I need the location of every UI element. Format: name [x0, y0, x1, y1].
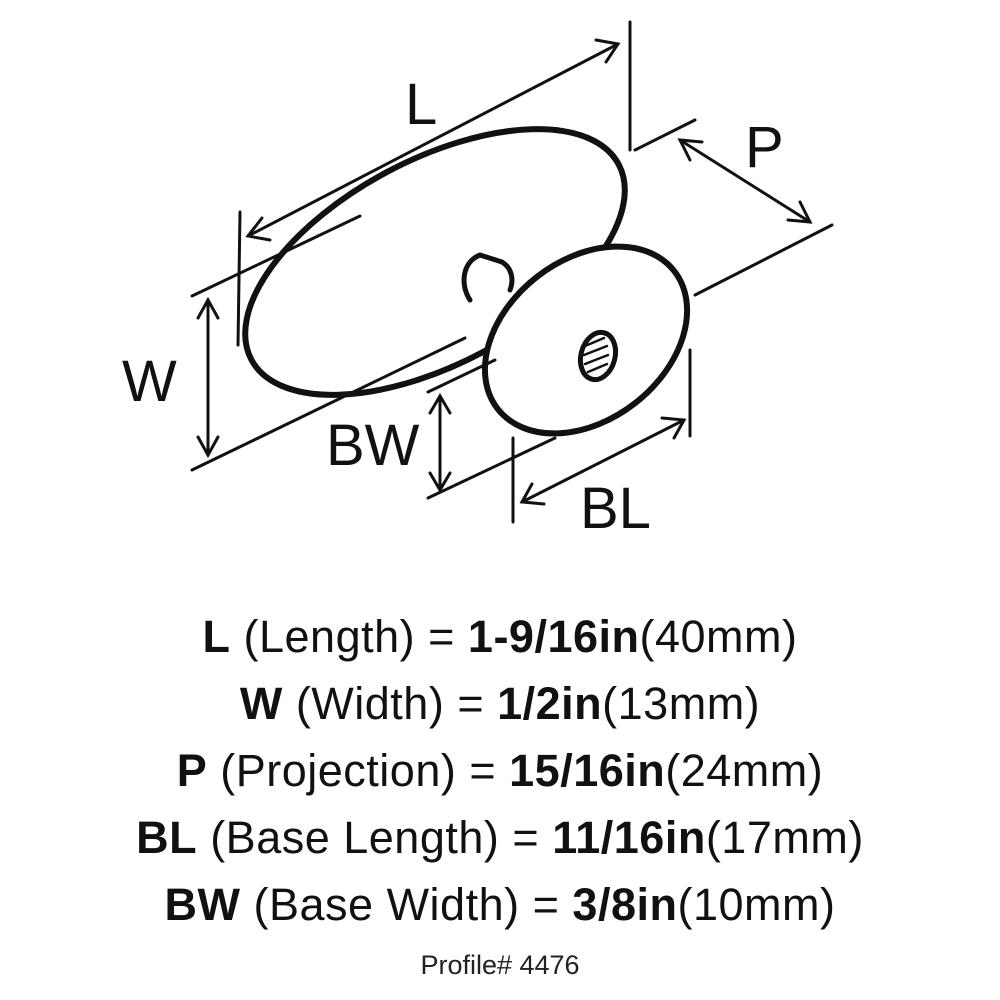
p-extension-top [633, 118, 697, 152]
bw-extension-top [426, 358, 497, 394]
dimension-specs: L (Length) = 1-9/16in(40mm) W (Width) = … [0, 603, 1000, 938]
bw-extension-bottom [426, 436, 557, 500]
bl-arrow-left [519, 482, 546, 506]
spec-base-length: BL (Base Length) = 11/16in(17mm) [0, 804, 1000, 871]
l-arrow-left [245, 216, 272, 242]
spec-metric: (10mm) [677, 879, 836, 930]
w-extension-bottom [190, 336, 467, 472]
spec-metric: (24mm) [665, 745, 824, 796]
l-extension-left [236, 210, 242, 347]
l-dimension-line [246, 42, 620, 238]
spec-equals: = [428, 611, 455, 662]
w-extension-top [190, 214, 362, 298]
spec-equals: = [457, 678, 485, 729]
spec-equals: = [469, 745, 497, 796]
thread-marks [582, 336, 610, 374]
p-extension-bottom [693, 223, 834, 297]
spec-abbr: W [239, 678, 283, 729]
knob-top-oval [242, 126, 628, 398]
spec-length: L (Length) = 1-9/16in(40mm) [0, 603, 1000, 670]
label-w: W [122, 349, 177, 414]
spec-abbr: BW [164, 879, 241, 930]
spec-width: W (Width) = 1/2in(13mm) [0, 670, 1000, 737]
bl-arrow-right [660, 416, 687, 440]
spec-imperial: 1/2in [497, 678, 603, 729]
spec-base-width: BW (Base Width) = 3/8in(10mm) [0, 871, 1000, 938]
p-dimension-line [678, 138, 812, 224]
p-arrow-top [677, 138, 704, 162]
spec-abbr: BL [136, 812, 198, 863]
bw-arrow-top [428, 393, 452, 415]
spec-imperial: 15/16in [509, 745, 666, 796]
spec-desc: (Base Length) [210, 812, 500, 863]
p-arrow-bottom [786, 200, 813, 224]
spec-abbr: L [202, 611, 231, 662]
threaded-hole [577, 329, 619, 383]
spec-imperial: 11/16in [552, 812, 706, 863]
spec-abbr: P [176, 745, 208, 796]
spec-projection: P (Projection) = 15/16in(24mm) [0, 737, 1000, 804]
w-arrow-top [196, 296, 220, 320]
label-l: L [405, 72, 437, 137]
label-p: P [745, 115, 784, 180]
spec-equals: = [512, 812, 540, 863]
spec-imperial: 1-9/16in [467, 611, 640, 662]
profile-number: Profile# 4476 [420, 950, 580, 980]
spec-metric: (17mm) [705, 812, 864, 863]
l-arrow-right [594, 38, 621, 64]
w-arrow-bottom [196, 435, 220, 459]
knob-dimension-diagram: L P W BW BL [122, 20, 834, 541]
spec-metric: (40mm) [639, 611, 798, 662]
dimension-lines [190, 20, 834, 524]
spec-desc: (Projection) [220, 745, 457, 796]
knob-stem [461, 252, 515, 303]
bl-dimension-line [520, 418, 686, 504]
spec-desc: (Base Width) [253, 879, 520, 930]
label-bl: BL [580, 476, 651, 541]
spec-metric: (13mm) [602, 678, 761, 729]
bw-arrow-bottom [428, 471, 452, 493]
spec-desc: (Width) [295, 678, 445, 729]
spec-imperial: 3/8in [572, 879, 678, 930]
knob-drawing [242, 126, 691, 437]
spec-desc: (Length) [243, 611, 416, 662]
spec-equals: = [532, 879, 560, 930]
label-bw: BW [326, 413, 420, 478]
